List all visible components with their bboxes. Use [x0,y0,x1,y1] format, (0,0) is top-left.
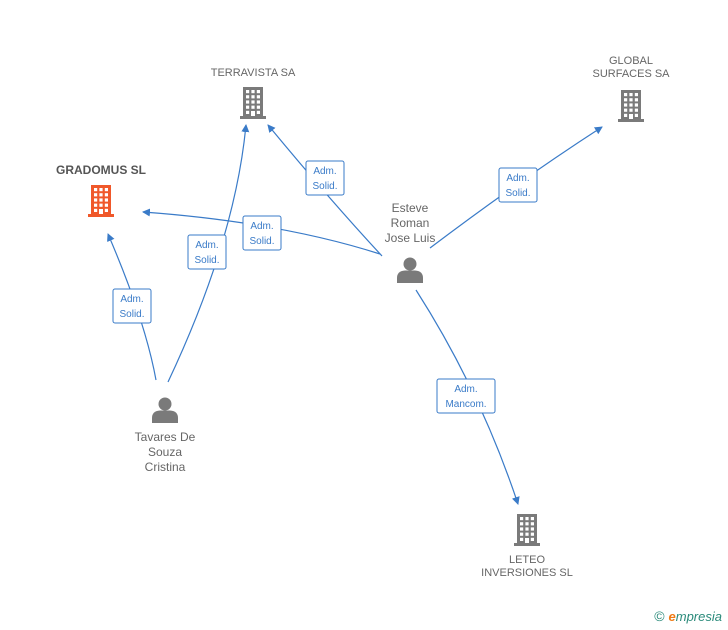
edge-badge-e1[interactable]: Adm. Solid. [305,160,345,196]
edge-badge-label: Adm. [120,294,143,305]
company-node-terravista[interactable]: TERRAVISTA SA [211,67,296,119]
edge-badge-label: Adm. [454,384,477,395]
company-name-leteo: LETEO [509,554,546,566]
person-name-esteve: Roman [391,216,430,230]
edge-badge-label: Solid. [505,188,530,199]
person-name-tavares: Tavares De [135,430,196,444]
edge-badge-label: Solid. [194,255,219,266]
person-icon [152,397,178,423]
edge-badge-box [112,288,152,324]
company-name-terravista: TERRAVISTA SA [211,67,296,79]
edge-badge-label: Solid. [119,309,144,320]
edge-badge-e3[interactable]: Adm. Solid. [242,215,282,251]
person-name-esteve: Esteve [392,201,429,215]
company-node-gradomus[interactable]: GRADOMUS SL [56,163,146,217]
edge-badge-label: Solid. [312,181,337,192]
edge-badge-box [498,167,538,203]
person-name-esteve: Jose Luis [385,231,436,245]
edge-badge-e6[interactable]: Adm. Solid. [187,234,227,270]
person-name-tavares: Cristina [145,460,186,474]
company-name-global: SURFACES SA [592,68,670,80]
edge-badge-e2[interactable]: Adm. Solid. [498,167,538,203]
edge-badge-e4[interactable]: Adm. Mancom. [436,378,496,414]
brand-name: mpresia [675,609,722,624]
edge-badge-label: Solid. [249,236,274,247]
edge-badge-box [436,378,496,414]
company-name-gradomus: GRADOMUS SL [56,163,146,177]
edge-badge-label: Adm. [250,221,273,232]
copyright-icon: © [654,608,665,624]
edge-badge-label: Mancom. [445,399,486,410]
edge-badge-label: Adm. [313,166,336,177]
edge-badge-box [305,160,345,196]
person-icon [397,257,423,283]
edge-badge-box [242,215,282,251]
building-icon [618,90,644,122]
brand-mark-e: e [668,609,676,624]
person-name-tavares: Souza [148,445,182,459]
company-name-leteo: INVERSIONES SL [481,567,573,579]
edge-badge-label: Adm. [195,240,218,251]
edge-badge-e5[interactable]: Adm. Solid. [112,288,152,324]
building-icon [514,514,540,546]
badges-layer: Adm. Solid. Adm. Solid. Adm. Solid. Adm. Mancom… [112,160,538,414]
edge-badge-box [187,234,227,270]
building-icon [88,185,114,217]
company-name-global: GLOBAL [609,55,653,67]
edge-badge-label: Adm. [506,173,529,184]
footer-brand: ©empresia [654,608,722,624]
building-icon [240,87,266,119]
